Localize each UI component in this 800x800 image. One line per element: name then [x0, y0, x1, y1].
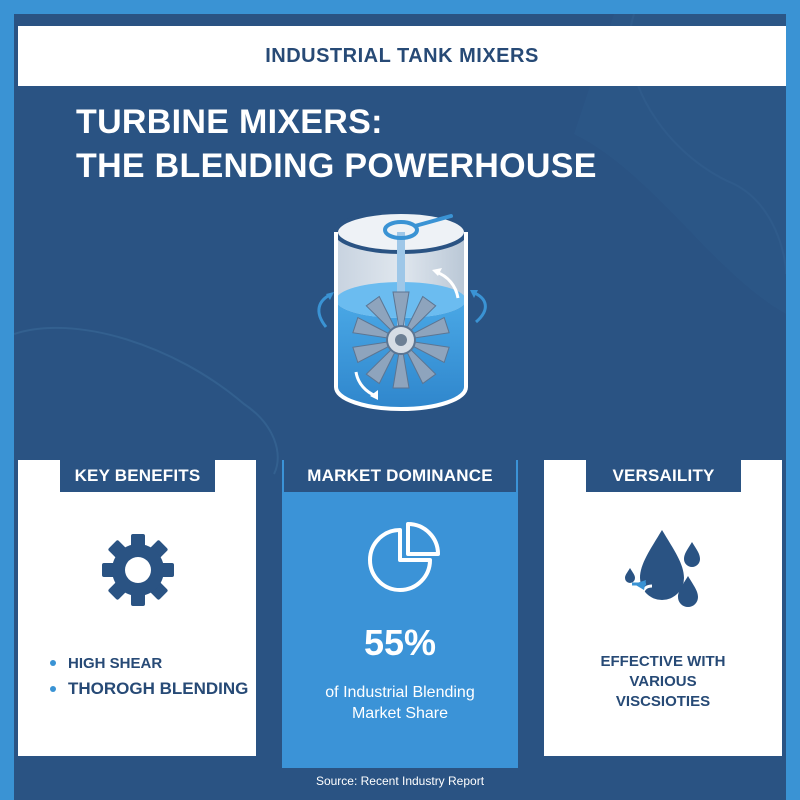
- header-bar: INDUSTRIAL TANK MIXERS: [18, 26, 786, 86]
- versatility-line-2: VARIOUS: [629, 673, 697, 690]
- bullet-dot: [50, 686, 56, 692]
- versatility-line-3: VISCSIOTIES: [615, 693, 711, 710]
- card-title-key-benefits: KEY BENEFITS: [60, 460, 215, 492]
- title-line-1: TURBINE MIXERS:: [76, 103, 383, 141]
- card-market-dominance: MARKET DOMINANCE 55% of Industrial Blend…: [282, 460, 518, 768]
- card-title-market-dominance: MARKET DOMINANCE: [284, 460, 516, 492]
- list-item: THOROGH BLENDING: [50, 676, 270, 702]
- card-title-versatility: VERSAILITY: [586, 460, 741, 492]
- caption-line-2: Market Share: [351, 705, 449, 722]
- list-item: HIGH SHEAR: [50, 650, 270, 676]
- infographic-panel: INDUSTRIAL TANK MIXERS TURBINE MIXERS: T…: [14, 14, 786, 800]
- benefit-text: HIGH SHEAR: [68, 654, 163, 672]
- page-title: TURBINE MIXERS: THE BLENDING POWERHOUSE: [76, 100, 716, 188]
- source-note: Source: Recent Industry Report: [315, 774, 485, 788]
- card-key-benefits: KEY BENEFITS HIGH SHEAR TH: [18, 460, 256, 756]
- benefits-list: HIGH SHEAR THOROGH BLENDING: [50, 650, 270, 702]
- versatility-text: EFFECTIVE WITH VARIOUS VISCSIOTIES: [544, 652, 782, 712]
- title-line-2: THE BLENDING POWERHOUSE: [76, 147, 597, 185]
- caption-line-1: of Industrial Blending: [325, 684, 475, 701]
- header-title: INDUSTRIAL TANK MIXERS: [265, 44, 539, 67]
- benefit-text: THOROGH BLENDING: [68, 679, 249, 698]
- pie-chart-icon: [368, 522, 440, 592]
- bullet-dot: [50, 660, 56, 666]
- gear-icon: [102, 534, 174, 606]
- market-share-value: 55%: [363, 622, 437, 663]
- turbine-tank-icon: [317, 210, 487, 411]
- market-share-caption: of Industrial Blending Market Share: [282, 682, 518, 724]
- versatility-line-1: EFFECTIVE WITH: [600, 653, 726, 670]
- droplets-icon: [625, 530, 700, 607]
- card-versatility: VERSAILITY EFFECTIVE WITH VARIOUS VISCSI…: [544, 460, 782, 756]
